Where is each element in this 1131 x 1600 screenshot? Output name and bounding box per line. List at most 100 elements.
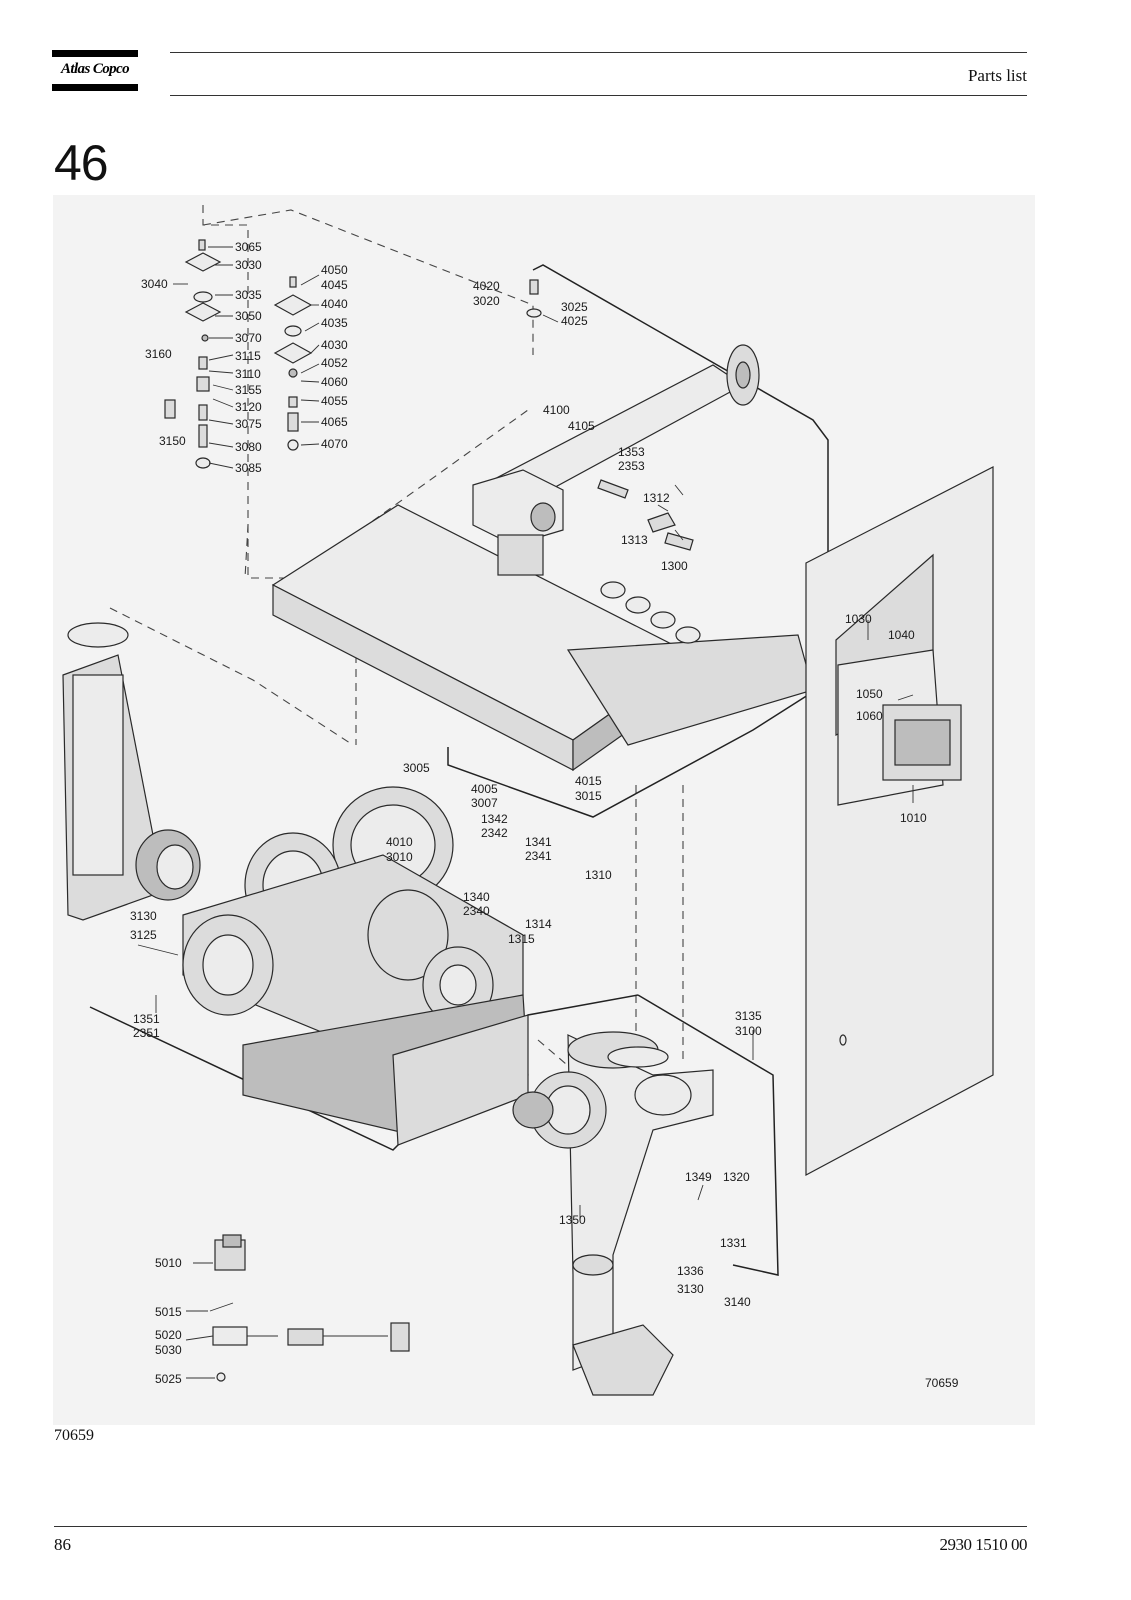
callout-3130-right: 3130 [677,1282,704,1296]
callout-3025: 3025 [561,300,588,314]
upper-group-outline [447,264,829,818]
callout-4025: 4025 [561,314,588,328]
callout-4070: 4070 [321,437,348,451]
callout-3160: 3160 [145,347,172,361]
callout-1350: 1350 [559,1213,586,1227]
callout-4065: 4065 [321,415,348,429]
callout-1050: 1050 [856,687,883,701]
callout-2353: 2353 [618,459,645,473]
callout-3007: 3007 [471,796,498,810]
callout-3130-left: 3130 [130,909,157,923]
callout-1320: 1320 [723,1170,750,1184]
callout-2340: 2340 [463,904,490,918]
callout-3020: 3020 [473,294,500,308]
callout-3005: 3005 [403,761,430,775]
callout-1300: 1300 [661,559,688,573]
section-title: Parts list [967,66,1027,85]
drawing-canvas: 3065 3030 3040 3035 3050 3070 3160 3115 … [62,205,994,1396]
callout-4050: 4050 [321,263,348,277]
callout-5010: 5010 [155,1256,182,1270]
callout-4040: 4040 [321,297,348,311]
callout-1331: 1331 [720,1236,747,1250]
callout-5030: 5030 [155,1343,182,1357]
header-rule-top [170,52,1027,53]
filter-housing [472,469,564,576]
solenoid-valve-assembly [209,1234,410,1382]
callout-2342: 2342 [481,826,508,840]
callout-1351: 1351 [133,1012,160,1026]
callout-1312: 1312 [643,491,670,505]
drawing-number: 70659 [925,1376,959,1390]
panel-door [805,466,994,1177]
page-number: 86 [54,1535,71,1554]
logo-bar-bottom [52,84,138,91]
callout-1060: 1060 [856,709,883,723]
callout-3150: 3150 [159,434,186,448]
header-rule-bottom [170,95,1027,96]
callout-3115: 3115 [235,349,261,363]
callout-5025: 5025 [155,1372,182,1386]
callout-4030: 4030 [321,338,348,352]
document-number: 2930 1510 00 [939,1535,1028,1554]
callout-4055: 4055 [321,394,348,408]
callout-1310: 1310 [585,868,612,882]
callout-1313: 1313 [621,533,648,547]
callout-4052: 4052 [321,356,348,370]
callout-3050: 3050 [235,309,262,323]
callout-2351: 2351 [133,1026,160,1040]
callout-1336: 1336 [677,1264,704,1278]
callout-3100: 3100 [735,1024,762,1038]
logo-wordmark: Atlas Copco [61,61,130,77]
callout-4100: 4100 [543,403,570,417]
callout-3080: 3080 [235,440,262,454]
callout-2341: 2341 [525,849,552,863]
small-hardware-middle [273,276,694,551]
callout-4015: 4015 [575,774,602,788]
callout-1010: 1010 [900,811,927,825]
footer-rule [54,1526,1027,1527]
small-hardware-left [164,239,222,469]
callout-1353: 1353 [618,445,645,459]
callout-1342: 1342 [481,812,508,826]
callout-3120: 3120 [235,400,262,414]
exploded-parts-drawing: 3065 3030 3040 3035 3050 3070 3160 3115 … [53,195,1035,1425]
callout-4020: 4020 [473,279,500,293]
logo-bar-top [52,50,138,57]
callout-4010: 4010 [386,835,413,849]
callout-4060: 4060 [321,375,348,389]
callout-5020: 5020 [155,1328,182,1342]
callout-3065: 3065 [235,240,262,254]
callout-1315: 1315 [508,932,535,946]
callout-1340: 1340 [463,890,490,904]
callout-3140: 3140 [724,1295,751,1309]
callout-1314: 1314 [525,917,552,931]
leader-lines [137,246,914,1379]
callout-3070: 3070 [235,331,262,345]
atlas-copco-logo: Atlas Copco [52,50,138,94]
callout-4005: 4005 [471,782,498,796]
figure-caption: 70659 [54,1427,94,1444]
callout-4045: 4045 [321,278,348,292]
callout-1030: 1030 [845,612,872,626]
pipe-with-flange [481,344,760,511]
compressor-elements [182,786,529,1146]
callout-3110: 3110 [235,367,261,381]
callout-3155: 3155 [235,383,262,397]
callout-4105: 4105 [568,419,595,433]
callout-3075: 3075 [235,417,262,431]
section-number: 46 [54,135,109,191]
callout-1349: 1349 [685,1170,712,1184]
callout-3035: 3035 [235,288,262,302]
callout-5015: 5015 [155,1305,182,1319]
callout-1341: 1341 [525,835,552,849]
callout-3040: 3040 [141,277,168,291]
callout-3135: 3135 [735,1009,762,1023]
oil-cooler [271,504,814,772]
callout-3085: 3085 [235,461,262,475]
callout-1040: 1040 [888,628,915,642]
inlet-duct [62,622,201,921]
callout-4035: 4035 [321,316,348,330]
callout-3010: 3010 [386,850,413,864]
callout-3015: 3015 [575,789,602,803]
callout-3125: 3125 [130,928,157,942]
